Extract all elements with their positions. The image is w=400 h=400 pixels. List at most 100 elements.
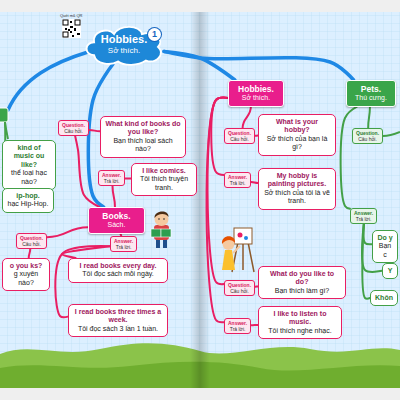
node-text: What is your hobby? [263,118,331,135]
book-spine [190,12,210,388]
node-text: Tôi đọc sách 3 lần 1 tuần. [73,325,163,333]
connector [75,136,99,207]
branch-box: Books.Sách. [88,207,145,234]
node-text: Question. [228,282,251,288]
text-box: What do you like to do?Bạn thích làm gì? [258,266,346,299]
connector [341,107,357,209]
connector [62,246,110,258]
connector [243,107,251,128]
node-text: Hobbies. [94,33,154,46]
text-box: kind of music ou like?thể loại hạc nào? [2,140,56,190]
tag-badge: Question.Câu hỏi. [58,120,89,136]
page-ground [0,12,400,388]
node-text: I read books every day. [73,262,163,270]
text-box: I read books every day.Tôi đọc sách mỗi … [68,258,168,283]
node-text: Bạn thích làm gì? [263,287,341,295]
tag-badge: Question.Câu hỏi. [352,128,383,144]
boy-illustration [151,211,171,248]
node-text: Trả lời. [114,244,133,250]
node-text: Answer. [228,174,247,180]
node-text: Sở thích. [94,46,154,56]
node-text: Question. [356,130,379,136]
connector [164,51,235,80]
text-box: Do yBạn c [372,230,398,263]
node-text: Bạn c [377,242,393,259]
text-box: I like comics.Tôi thích truyện tranh. [131,163,197,196]
connector [251,324,258,326]
branch-line [383,132,400,136]
node-text: Sở thích. [232,94,280,102]
node-text: Câu hỏi. [62,128,85,134]
tag-badge: Answer.Trả lời. [224,172,251,188]
node-text: I like to listen to music. [263,310,337,327]
connector [251,182,258,183]
node-text: Y [387,267,393,275]
connector [368,107,370,128]
text-box: What is your hobby?Sở thích của bạn là g… [258,114,336,156]
connector [362,224,370,299]
tag-badge: Answer.Trả lời. [224,318,251,334]
node-text: Books. [92,211,141,221]
branch-box: Hobbies.Sở thích. [228,80,284,107]
node-text: Sở thích của bạn là gì? [263,135,331,152]
tag-badge: Question.Câu hỏi. [16,233,47,249]
node-text: Câu hỏi. [356,136,379,142]
node-text: Khôn [375,294,393,302]
connector [113,186,115,207]
text-box: ip-hop.hạc Hip-Hop. [2,188,54,213]
node-text: Question. [62,122,85,128]
node-text: Câu hỏi. [228,288,251,294]
node-text: Sở thích của tôi là vẽ tranh. [263,189,331,206]
node-text: My hobby is painting pictures. [263,172,331,189]
node-text: g xuyên nào? [7,270,45,287]
branch-line [8,52,88,110]
node-text: Tôi thích nghe nhạc. [263,327,337,335]
node-text: I like comics. [136,167,192,175]
tag-badge: Answer.Trả lời. [350,208,377,224]
text-box: Y [382,263,398,279]
node-text: Answer. [102,172,121,178]
branch-box: Pets.Thú cưng. [346,80,396,107]
text-box: Khôn [370,290,398,306]
node-text: Answer. [114,238,133,244]
node-text: Pets. [350,84,392,94]
qr-code [62,19,81,38]
callout-number: 1 [148,28,161,41]
connector [364,224,372,244]
node-text: I read books three times a week. [73,308,163,325]
connector [89,130,100,131]
tag-badge: Answer.Trả lời. [98,170,125,186]
node-text: hạc Hip-Hop. [7,200,49,208]
node-text: Answer. [354,210,373,216]
text-box: o you ks?g xuyên nào? [2,258,50,291]
node-text: ip-hop. [7,192,49,200]
branch-box-edge [0,108,8,122]
tag-badge: Answer.Trả lời. [110,236,137,252]
node-text: Answer. [228,320,247,326]
tag-badge: Question.Câu hỏi. [224,280,255,296]
node-text: Question. [228,130,251,136]
girl-painting-illustration [222,228,254,272]
node-text: Bạn thích loại sách nào? [105,137,181,154]
node-text: Thú cưng. [350,94,392,102]
node-text: What do you like to do? [263,270,341,287]
text-box: I read books three times a week.Tôi đọc … [68,304,168,337]
text-box: My hobby is painting pictures.Sở thích c… [258,168,336,210]
connector [208,98,228,285]
node-text: Hobbies. [232,84,280,94]
qr-caption: Quét mã QR [60,14,82,18]
connector [29,249,30,258]
node-text: o you ks? [7,262,45,270]
node-text: Trả lời. [228,326,247,332]
text-box: I like to listen to music.Tôi thích nghe… [258,306,342,339]
text-box: What kind of books do you like?Bạn thích… [100,116,186,158]
node-text: thể loại hạc nào? [7,169,51,186]
node-text: Tôi đọc sách mỗi ngày. [73,270,163,278]
connector [164,51,354,80]
node-text: Trả lời. [102,178,121,184]
node-text: Sách. [92,221,141,229]
connector [47,227,88,237]
node-text: Question. [20,235,43,241]
